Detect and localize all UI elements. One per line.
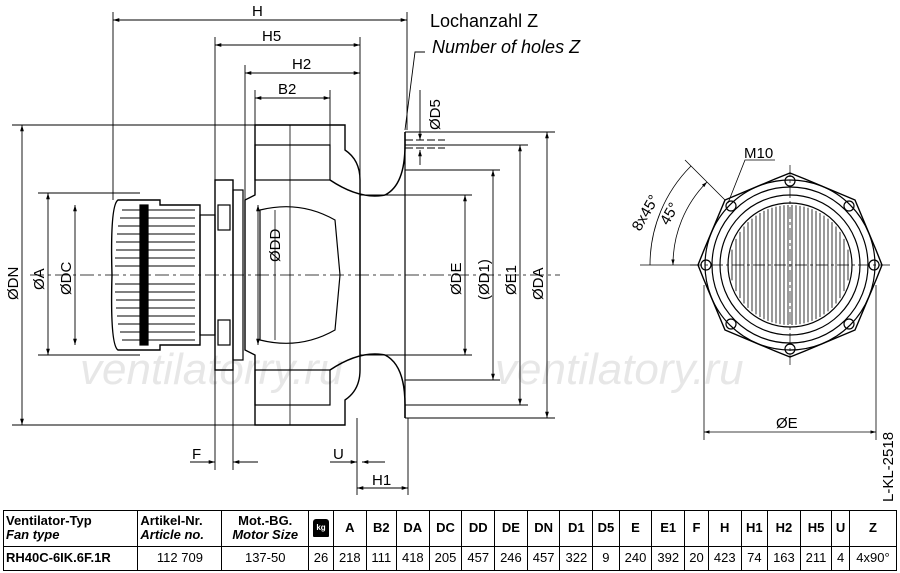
header-da: DA bbox=[395, 510, 430, 547]
fan-drawing: H H5 H2 B2 ØDN ØA ØDC ØDD ØD5 ØDE (ØD1) … bbox=[5, 3, 897, 502]
dim-H: H bbox=[252, 3, 263, 20]
drawing-code: L-KL-2518 bbox=[880, 432, 897, 502]
dim-H2: H2 bbox=[292, 56, 311, 73]
header-article: Artikel-Nr. Article no. bbox=[137, 510, 223, 547]
header-e1: E1 bbox=[651, 510, 686, 547]
header-fan-type-de: Ventilator-Typ bbox=[6, 513, 92, 529]
header-e: E bbox=[618, 510, 653, 547]
cell-d1: 322 bbox=[559, 545, 594, 572]
cell-article: 112 709 bbox=[137, 545, 223, 572]
dim-E1: ØE1 bbox=[503, 265, 520, 295]
dim-DC: ØDC bbox=[58, 262, 75, 296]
dim-DN: ØDN bbox=[5, 267, 22, 300]
header-d1: D1 bbox=[559, 510, 594, 547]
header-article-en: Article no. bbox=[140, 527, 204, 543]
dim-H5: H5 bbox=[262, 28, 281, 45]
cell-z: 4x90° bbox=[848, 545, 898, 572]
cell-weight: 26 bbox=[308, 545, 334, 572]
header-motor: Mot.-BG. Motor Size bbox=[221, 510, 310, 547]
header-article-de: Artikel-Nr. bbox=[140, 513, 203, 529]
cell-h: 423 bbox=[707, 545, 742, 572]
header-h5: H5 bbox=[799, 510, 833, 547]
header-dd: DD bbox=[461, 510, 496, 547]
cell-de: 246 bbox=[494, 545, 528, 572]
cell-h1: 74 bbox=[740, 545, 769, 572]
front-view bbox=[640, 159, 890, 440]
cell-motor: 137-50 bbox=[221, 545, 310, 572]
header-h: H bbox=[707, 510, 742, 547]
cell-e: 240 bbox=[618, 545, 653, 572]
holes-count-label-de: Lochanzahl Z bbox=[430, 11, 539, 31]
dim-U: U bbox=[333, 446, 344, 463]
dim-H1: H1 bbox=[372, 472, 391, 489]
header-dn: DN bbox=[526, 510, 561, 547]
dim-DE: ØDE bbox=[448, 262, 465, 295]
dim-B2: B2 bbox=[278, 81, 296, 98]
header-weight: kg bbox=[308, 510, 334, 547]
cell-e1: 392 bbox=[651, 545, 686, 572]
label-M10: M10 bbox=[744, 145, 773, 162]
header-fan-type: Ventilator-Typ Fan type bbox=[2, 510, 139, 547]
side-view bbox=[12, 12, 560, 495]
cell-u: 4 bbox=[831, 545, 850, 572]
label-angle-8x45: 8x45° bbox=[629, 192, 663, 234]
dim-D1: (ØD1) bbox=[476, 259, 493, 300]
cell-h2: 163 bbox=[767, 545, 801, 572]
header-a: A bbox=[332, 510, 367, 547]
dim-DA: ØDA bbox=[530, 267, 547, 300]
spec-table: Ventilator-Typ Fan type Artikel-Nr. Arti… bbox=[2, 510, 898, 572]
header-fan-type-en: Fan type bbox=[6, 527, 60, 543]
header-z: Z bbox=[848, 510, 898, 547]
dim-D5: ØD5 bbox=[427, 99, 444, 130]
header-motor-en: Motor Size bbox=[232, 527, 299, 543]
header-dc: DC bbox=[428, 510, 463, 547]
header-h1: H1 bbox=[740, 510, 769, 547]
cell-dn: 457 bbox=[526, 545, 561, 572]
dim-A: ØA bbox=[31, 268, 48, 290]
header-h2: H2 bbox=[767, 510, 801, 547]
cell-f: 20 bbox=[684, 545, 709, 572]
table-header-row: Ventilator-Typ Fan type Artikel-Nr. Arti… bbox=[2, 510, 898, 547]
cell-da: 418 bbox=[395, 545, 430, 572]
header-f: F bbox=[684, 510, 709, 547]
header-motor-de: Mot.-BG. bbox=[238, 513, 293, 529]
cell-type: RH40C-6IK.6F.1R bbox=[2, 545, 139, 572]
cell-h5: 211 bbox=[799, 545, 833, 572]
cell-d5: 9 bbox=[592, 545, 620, 572]
label-E: ØE bbox=[776, 415, 798, 432]
watermark-right: ventilatory.ru bbox=[495, 345, 744, 394]
cell-dc: 205 bbox=[428, 545, 463, 572]
weight-icon: kg bbox=[313, 519, 329, 538]
cell-b2: 111 bbox=[365, 545, 397, 572]
header-b2: B2 bbox=[365, 510, 397, 547]
holes-count-label-en: Number of holes Z bbox=[432, 37, 581, 57]
cell-dd: 457 bbox=[461, 545, 496, 572]
cell-a: 218 bbox=[332, 545, 367, 572]
dim-F: F bbox=[192, 446, 201, 463]
header-d5: D5 bbox=[592, 510, 620, 547]
header-de: DE bbox=[494, 510, 528, 547]
dim-DD: ØDD bbox=[267, 229, 284, 263]
header-u: U bbox=[831, 510, 850, 547]
